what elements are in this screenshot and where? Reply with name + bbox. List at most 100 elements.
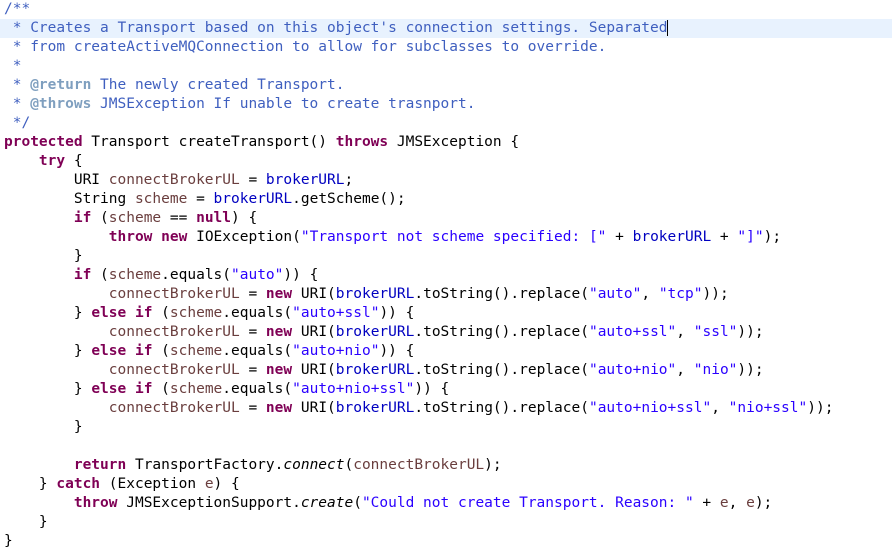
code-token: } [4,514,48,530]
code-token: = [239,400,266,416]
text-cursor [667,20,669,36]
code-token: scheme [169,305,223,321]
code-token [152,229,161,245]
code-line[interactable]: try { [0,152,892,171]
code-token: "auto+nio+ssl" [588,400,712,416]
code-token: new [161,229,188,245]
code-token: ); [484,457,502,473]
code-token: JMSExceptionSupport. [117,495,301,511]
code-token: URI( [292,400,336,416]
code-token [4,400,109,416]
code-token: , [676,362,694,378]
code-token [4,324,109,340]
code-token: , [711,400,729,416]
code-token: { [65,153,83,169]
code-line[interactable]: connectBrokerUL = new URI(brokerURL.toSt… [0,399,892,418]
code-token [4,286,109,302]
code-token: } [4,305,92,321]
code-token: e [746,495,755,511]
code-line[interactable]: * Creates a Transport based on this obje… [0,19,892,38]
code-token: + [606,229,633,245]
code-line[interactable]: connectBrokerUL = new URI(brokerURL.toSt… [0,285,892,304]
code-token: IOException( [187,229,301,245]
code-token: JMSException If unable to create trasnpo… [91,96,476,112]
code-token: else [91,305,127,321]
code-token: } [4,381,92,397]
code-token: ( [353,495,362,511]
code-token: if [73,267,92,283]
code-token: = [239,324,266,340]
code-token: JMSException { [388,134,520,150]
code-line[interactable]: */ [0,114,892,133]
code-line[interactable] [0,437,892,456]
code-token: "nio+ssl" [728,400,808,416]
code-token: throw [73,495,118,511]
code-token: ; [344,172,354,188]
code-token: = [239,286,266,302]
code-line[interactable]: throw JMSExceptionSupport.create("Could … [0,494,892,513]
code-token: if [134,343,153,359]
code-line[interactable]: } [0,247,892,266]
code-token [4,495,74,511]
code-token: ) { [231,210,258,226]
code-token: "]" [737,229,764,245]
code-line[interactable]: } else if (scheme.equals("auto+nio+ssl")… [0,380,892,399]
code-line[interactable]: throw new IOException("Transport not sch… [0,228,892,247]
code-token: ( [152,381,170,397]
code-token: else [91,343,127,359]
code-token: connectBrokerUL [353,457,485,473]
code-token: if [73,210,92,226]
code-line[interactable]: * @throws JMSException If unable to crea… [0,95,892,114]
code-token: , [728,495,747,511]
code-token: "Transport not scheme specified: [" [300,229,607,245]
code-token: e [204,476,214,492]
code-line[interactable]: } [0,418,892,437]
code-token: null [196,210,232,226]
code-token: .equals( [222,381,293,397]
code-line[interactable]: connectBrokerUL = new URI(brokerURL.toSt… [0,361,892,380]
code-token: == [161,210,197,226]
code-token: * [4,58,22,74]
code-line[interactable]: } [0,513,892,532]
code-token [4,457,74,473]
code-line[interactable]: return TransportFactory.connect(connectB… [0,456,892,475]
code-token: brokerURL [213,191,293,207]
code-token: brokerURL [265,172,345,188]
code-token: , [641,286,659,302]
code-token: = [239,362,266,378]
code-line[interactable]: } [0,532,892,551]
code-line[interactable]: } else if (scheme.equals("auto+nio")) { [0,342,892,361]
code-token: URI( [292,324,336,340]
code-line[interactable]: protected Transport createTransport() th… [0,133,892,152]
code-line[interactable]: * @return The newly created Transport. [0,76,892,95]
code-token: .toString().replace( [414,324,589,340]
code-line[interactable]: * [0,57,892,76]
code-token: ( [344,457,354,473]
code-line[interactable]: } else if (scheme.equals("auto+ssl")) { [0,304,892,323]
code-token: )) { [379,305,415,321]
code-line[interactable]: URI connectBrokerUL = brokerURL; [0,171,892,190]
code-line[interactable]: if (scheme.equals("auto")) { [0,266,892,285]
code-token: "nio" [693,362,738,378]
code-token [4,153,39,169]
code-token: scheme [134,191,188,207]
code-token: if [134,381,153,397]
code-line[interactable]: if (scheme == null) { [0,209,892,228]
code-line[interactable]: * from createActiveMQConnection to allow… [0,38,892,57]
code-token: TransportFactory. [126,457,284,473]
code-line[interactable]: connectBrokerUL = new URI(brokerURL.toSt… [0,323,892,342]
code-line[interactable]: String scheme = brokerURL.getScheme(); [0,190,892,209]
code-line[interactable]: /** [0,0,892,19]
code-token [4,210,74,226]
code-token: else [91,381,127,397]
code-token: )); [807,400,834,416]
code-token [126,381,135,397]
code-token: e [719,495,729,511]
code-token: scheme [108,267,162,283]
code-line[interactable]: } catch (Exception e) { [0,475,892,494]
code-token: scheme [108,210,162,226]
code-token: scheme [169,343,223,359]
code-token: } [4,419,83,435]
